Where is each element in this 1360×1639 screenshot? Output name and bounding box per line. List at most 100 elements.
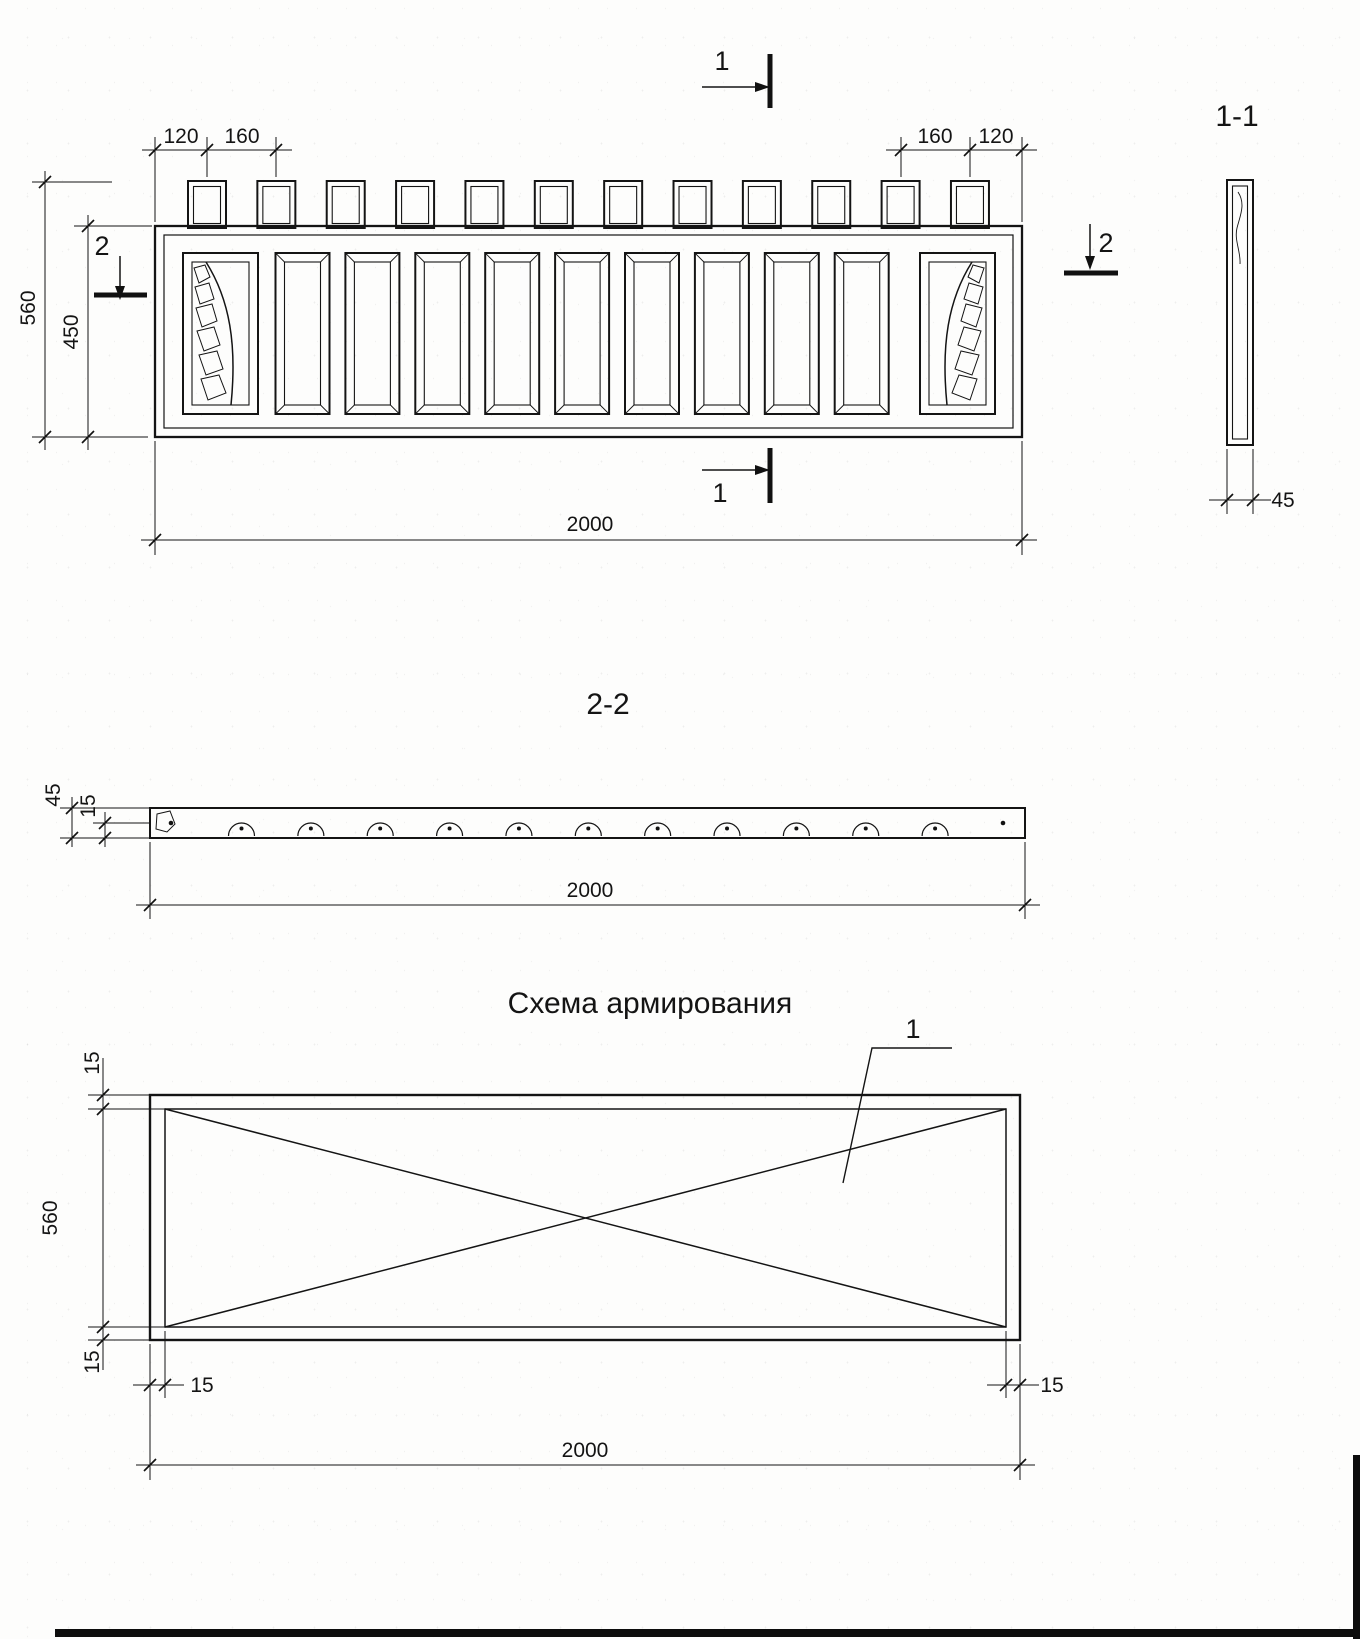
coffer-bevel — [809, 252, 820, 263]
stone-panel-left — [182, 252, 259, 415]
coffer-bevel — [879, 404, 890, 415]
tab-inner — [886, 185, 915, 225]
section-1-1-profile — [1226, 179, 1254, 446]
coffer-bevel — [390, 252, 400, 263]
coffer-bevel — [694, 252, 705, 263]
stone — [200, 374, 227, 401]
tab-inner — [401, 185, 430, 225]
coffer-outer — [763, 252, 820, 415]
dim-2000-section-2-2-label: 2000 — [567, 879, 614, 902]
coffer-outer — [693, 252, 750, 415]
section-1-arrowhead-top — [755, 82, 770, 92]
coffer-bevel — [275, 404, 285, 415]
coffer-bevel — [484, 404, 495, 415]
section-1-arrowhead-bottom — [755, 465, 770, 475]
dim-120-left-label: 120 — [163, 125, 198, 148]
tab-arc — [366, 822, 394, 837]
tab-arc — [782, 822, 810, 837]
dim-tick — [81, 219, 95, 233]
tab-inner — [470, 185, 499, 225]
dim-tick — [200, 143, 214, 157]
stone — [957, 326, 982, 352]
section-1-1-profile-inner — [1231, 185, 1249, 440]
stone-panel-right — [919, 252, 996, 415]
tab-outer — [464, 180, 505, 229]
stone — [194, 282, 215, 305]
reinf-outer-frame — [148, 1093, 1022, 1342]
coffer-bevel — [459, 404, 470, 415]
dim-tick — [1015, 143, 1029, 157]
tab-inner — [262, 185, 291, 225]
drawing-text: 120 160 160 120 560 450 2000 1 1 2 2 1-1… — [17, 46, 1295, 1462]
tab-inner — [609, 185, 638, 225]
stone-curve-left — [205, 261, 234, 406]
stone — [960, 303, 983, 328]
reinf-mesh-frame — [164, 1108, 1007, 1328]
stones-right — [951, 264, 985, 401]
dim-560-elevation-label: 560 — [17, 290, 40, 325]
coffer-bevel — [879, 252, 890, 263]
coffer-bevel — [669, 404, 680, 415]
dim-tick — [96, 1333, 110, 1347]
tab-inner — [817, 185, 846, 225]
coffer-bevel — [275, 252, 285, 263]
bar-dot — [933, 826, 938, 831]
stone-curve-right — [944, 261, 973, 406]
dim-tick — [1220, 493, 1234, 507]
tab-outer — [672, 180, 713, 229]
tab-section-arcs — [227, 822, 949, 837]
front-elevation-dim-lines — [32, 137, 1037, 555]
dim-tick — [96, 1102, 110, 1116]
dim-tick — [143, 898, 157, 912]
scan-edge-bottom — [55, 1629, 1360, 1637]
tab-outer — [741, 180, 782, 229]
stone — [967, 264, 985, 284]
tab-outer — [811, 180, 852, 229]
coffer-bevel — [764, 252, 775, 263]
reinf-diagonal-2 — [164, 1108, 1007, 1328]
coffer-bevel — [739, 252, 750, 263]
bar-dot — [655, 826, 660, 831]
tab-inner — [539, 185, 568, 225]
tab-outer — [395, 180, 436, 229]
dim-120-right-label: 120 — [978, 125, 1013, 148]
tab-arc — [574, 822, 602, 837]
coffer-inner — [563, 261, 601, 406]
coffer-outer — [624, 252, 680, 415]
coffer-outer — [344, 252, 401, 415]
tab-arc — [297, 822, 325, 837]
dim-tick — [96, 1088, 110, 1102]
section-2-arrowhead-right — [1085, 256, 1095, 270]
dim-560-reinf-label: 560 — [39, 1200, 62, 1235]
dim-2000-elevation-label: 2000 — [567, 513, 614, 536]
stones-left — [193, 264, 227, 401]
coffer-bevel — [694, 404, 705, 415]
section-2-label-left: 2 — [94, 231, 109, 261]
coffer-inner — [843, 261, 881, 406]
coffer-bevel — [484, 252, 495, 263]
coffer-bevel — [669, 252, 680, 263]
coffer-bevel — [809, 404, 820, 415]
section-1-1-hatch — [1235, 191, 1243, 265]
coffer-bevel — [345, 404, 355, 415]
dim-tick — [98, 816, 112, 830]
coffer-inner — [633, 261, 671, 406]
strip-stone-detail — [155, 810, 176, 833]
dim-15-bottom-left-label: 15 — [81, 1350, 104, 1373]
tab-outer — [949, 180, 990, 229]
reinforcement-scheme-view — [88, 1047, 1039, 1480]
bar-dot — [863, 826, 868, 831]
dim-tick — [1018, 898, 1032, 912]
dim-15-bottom-right-h-label: 15 — [1040, 1374, 1063, 1397]
dim-tick — [1246, 493, 1260, 507]
tab-inner — [955, 185, 985, 225]
coffer-bevel — [554, 252, 565, 263]
bar-dot-left — [168, 820, 174, 826]
dim-tick — [143, 1378, 157, 1392]
callout-leader-line — [842, 1047, 952, 1184]
panel-outline — [153, 224, 1024, 439]
bar-dot — [794, 826, 799, 831]
stone — [193, 264, 211, 284]
coffer-bevel — [834, 404, 845, 415]
